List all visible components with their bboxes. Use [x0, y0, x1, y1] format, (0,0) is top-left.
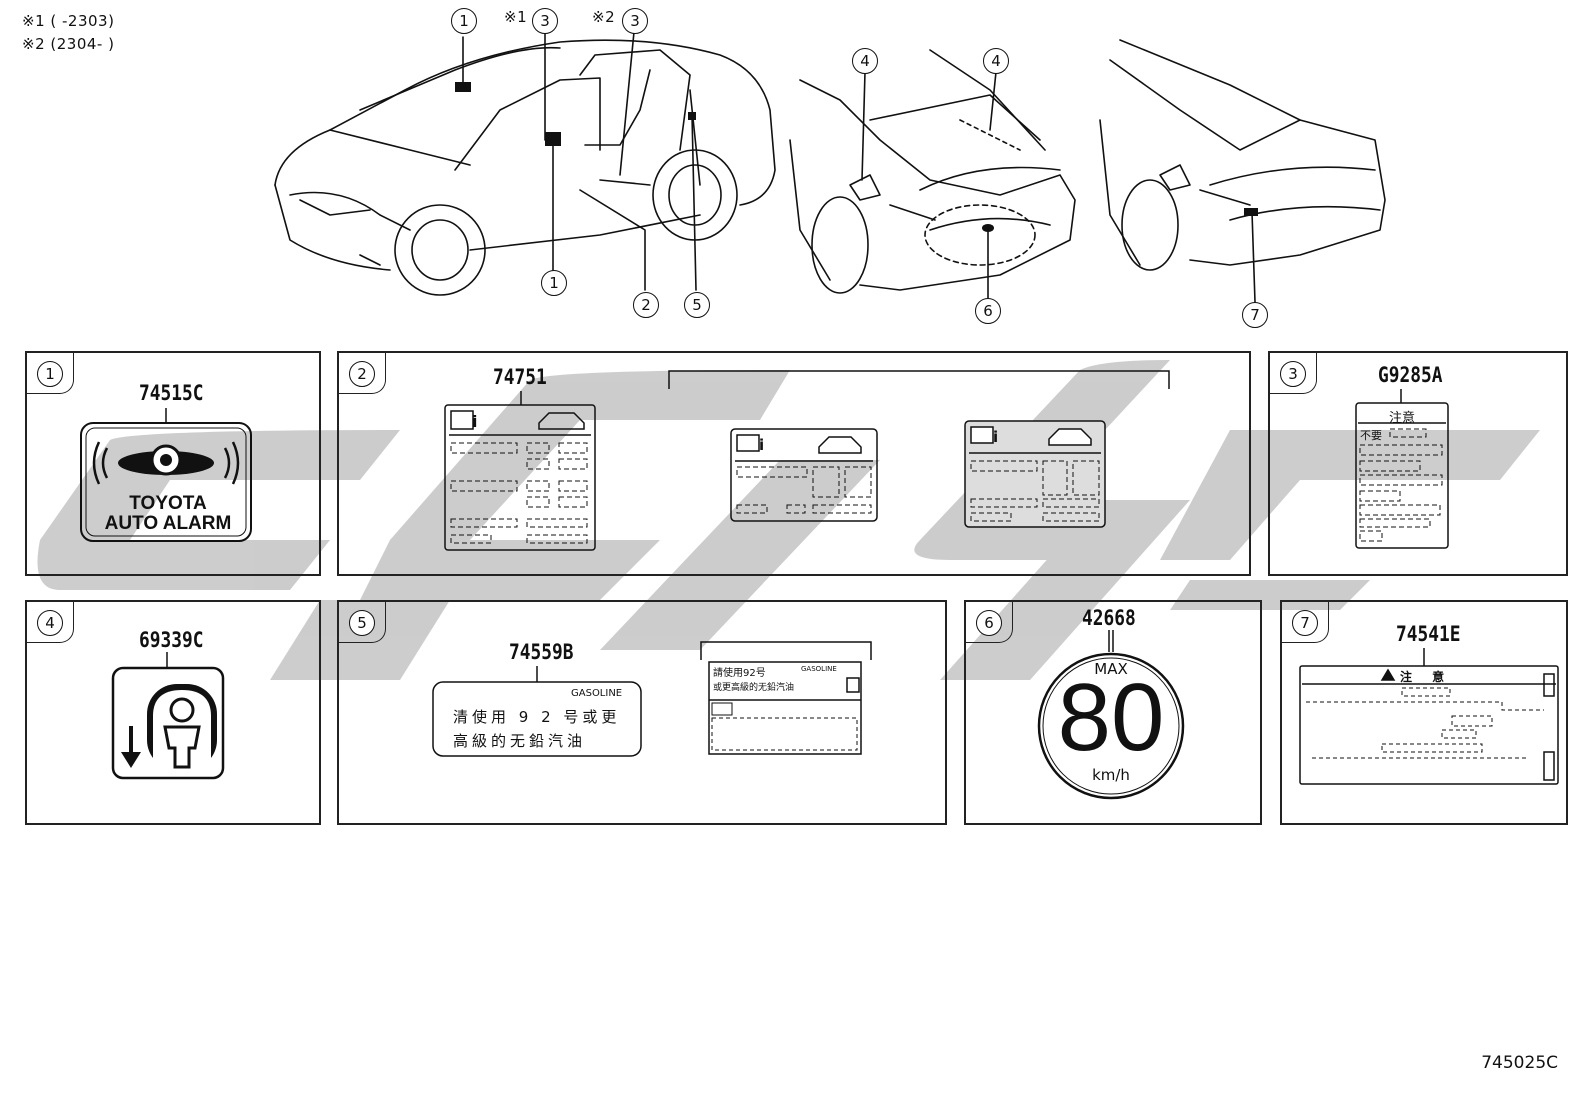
panel-4-part-number: 69339C — [139, 628, 204, 652]
svg-text:i: i — [472, 412, 477, 431]
svg-text:i: i — [759, 436, 764, 454]
car-alarm-icon — [92, 441, 240, 485]
panel-5-number: 5 — [349, 610, 375, 636]
panel-1-part-number: 74515C — [139, 381, 204, 405]
panel-2-part-number: 74751 — [493, 365, 547, 389]
auto-alarm-line2: AUTO ALARM — [104, 513, 232, 534]
variant-mark-1: ※1 — [504, 8, 528, 26]
trunk-occupant-icon — [121, 684, 217, 770]
panel-7: 7 74541E 注 意 — [1280, 600, 1568, 825]
variant-mark-2: ※2 — [592, 8, 616, 26]
callout-3-a: 3 — [532, 8, 558, 34]
note-variant-2: ※2 (2304- ) — [22, 35, 115, 53]
caution-label-g9285a — [1355, 389, 1449, 549]
caution-title: 注意 — [1388, 411, 1415, 426]
panel-6-number: 6 — [976, 610, 1002, 636]
fuel-label-brand: GASOLINE — [571, 688, 623, 699]
panel-5: 5 74559B GASOLINE 清使用 9 2 号或更 高級的无鉛汽油 請使… — [337, 600, 947, 825]
panel-1: 1 74515C TOYOTA AUTO ALARM — [25, 351, 321, 576]
speed-limit-label — [1037, 630, 1185, 800]
trunk-release-label — [111, 652, 225, 780]
panel-6: 6 42668 MAX 80 km/h — [964, 600, 1262, 825]
fuel-labels-frame — [432, 641, 872, 757]
panel-2-number: 2 — [349, 361, 375, 387]
panel-5-part-number: 74559B — [509, 640, 574, 664]
panel-7-number: 7 — [1292, 610, 1318, 636]
panel-3-part-number: G9285A — [1378, 363, 1443, 387]
panel-3: 3 G9285A 注意 不要 — [1268, 351, 1568, 576]
callout-3-b: 3 — [622, 8, 648, 34]
speed-limit-unit: km/h — [1092, 766, 1130, 784]
callout-6: 6 — [975, 298, 1001, 324]
fuel-small-line2: 或更高級的无鉛汽油 — [713, 683, 795, 693]
svg-text:i: i — [993, 428, 998, 446]
callout-7: 7 — [1242, 302, 1268, 328]
auto-alarm-label — [80, 408, 252, 542]
document-number: 745025C — [1481, 1053, 1558, 1073]
callout-4-b: 4 — [983, 48, 1009, 74]
callout-2: 2 — [633, 292, 659, 318]
sedan-rear-view — [789, 49, 1076, 294]
note-variant-1: ※1 ( -2303) — [22, 12, 115, 30]
panel-6-part-number: 42668 — [1082, 606, 1136, 630]
panel-4: 4 69339C — [25, 600, 321, 825]
panel-7-part-number: 74541E — [1396, 622, 1461, 646]
panel-3-number: 3 — [1280, 361, 1306, 387]
sedan-front-view — [274, 39, 776, 296]
panel-2: 2 74751 i i — [337, 351, 1251, 576]
fuel-small-brand: GASOLINE — [801, 665, 837, 673]
fuel-small-line1: 請使用92号 — [713, 668, 766, 679]
speed-limit-value: 80 — [1057, 664, 1165, 771]
callout-4-a: 4 — [852, 48, 878, 74]
callout-5: 5 — [684, 292, 710, 318]
callout-1-top: 1 — [451, 8, 477, 34]
panel-4-number: 4 — [37, 610, 63, 636]
fuel-label-line1: 清使用 9 2 号或更 — [453, 708, 621, 726]
fuel-label-line2: 高級的无鉛汽油 — [453, 732, 587, 750]
sedan-rear-view-2 — [1099, 39, 1386, 271]
auto-alarm-line1: TOYOTA — [129, 493, 207, 514]
caution-74541e-title: 注 意 — [1400, 670, 1453, 684]
auto-alarm-text: TOYOTA AUTO ALARM — [89, 494, 247, 534]
panel-1-number: 1 — [37, 361, 63, 387]
tire-info-labels: i i — [444, 370, 1170, 551]
callout-1-bottom: 1 — [541, 270, 567, 296]
speed-limit-top: MAX — [1094, 660, 1128, 678]
vehicle-illustrations — [274, 31, 1386, 303]
caution-label-74541e — [1299, 648, 1559, 785]
caution-text: 不要 — [1360, 429, 1382, 442]
